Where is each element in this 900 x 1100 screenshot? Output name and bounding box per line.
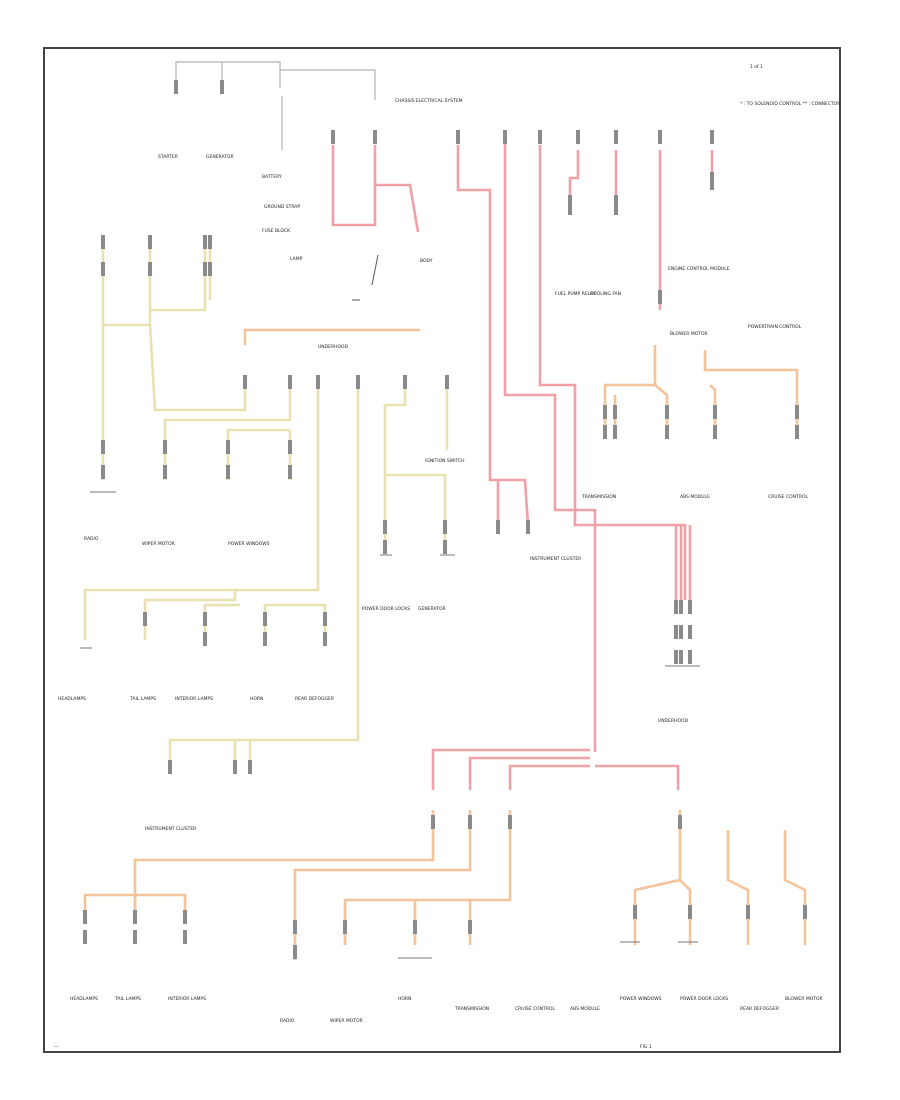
bottom-label-13: BLOWER MOTOR	[785, 996, 823, 1002]
cruise-label: CRUISE CONTROL	[768, 494, 808, 500]
cluster-label: INSTRUMENT CLUSTER	[530, 556, 581, 562]
interior-lamps-label: INTERIOR LAMPS	[175, 696, 213, 702]
power-windows-label: POWER WINDOWS	[228, 541, 270, 547]
ignition-feed-wiring	[83, 328, 807, 960]
generator-ref-label: GENERATOR	[418, 606, 446, 612]
battery-label: BATTERY	[262, 174, 282, 180]
body-label: BODY	[420, 258, 433, 264]
ignition-switch-label: IGNITION SWITCH	[425, 458, 465, 464]
horn-label: HORN	[250, 696, 263, 702]
bottom-label-8: CRUISE CONTROL	[515, 1006, 555, 1012]
bottom-label-12: REAR DEFOGGER	[740, 1006, 779, 1012]
fuel-pump-label: FUEL PUMP RELAY	[555, 291, 596, 297]
fuse-block-label: FUSE BLOCK	[262, 228, 291, 234]
underhood-fuse-label: UNDERHOOD	[658, 718, 689, 724]
transmission-label: TRANSMISSION	[581, 494, 616, 500]
power-locks-label: POWER DOOR LOCKS	[362, 606, 410, 612]
bottom-label-3: INTERIOR LAMPS	[168, 996, 206, 1002]
defogger-label: REAR DEFOGGER	[295, 696, 334, 702]
blower-label: BLOWER MOTOR	[670, 331, 708, 337]
instrument-panel-label: INSTRUMENT CLUSTER	[145, 826, 196, 832]
header-note: * : TO SOLENOID CONTROL ** : CONNECTOR	[740, 101, 840, 107]
battery-generator-section: STARTER GENERATOR BATTERY GROUND STRAP F…	[158, 61, 433, 350]
bottom-label-2: TAIL LAMPS	[114, 996, 141, 1002]
underhood-label: UNDERHOOD	[318, 344, 349, 350]
footer-center-label: FIG 1	[640, 1044, 652, 1050]
lamp-label: LAMP	[290, 256, 303, 262]
header-title: CHASSIS ELECTRICAL SYSTEM	[395, 98, 463, 104]
bottom-label-4: RADIO	[280, 1018, 295, 1024]
component-labels: ENGINE CONTROL MODULE POWERTRAIN CONTROL…	[58, 266, 823, 1024]
bottom-label-10: POWER WINDOWS	[620, 996, 662, 1002]
bottom-label-6: HORN	[398, 996, 411, 1002]
starter-label: STARTER	[158, 154, 178, 160]
generator-label: GENERATOR	[206, 154, 234, 160]
abs-label: ABS MODULE	[680, 494, 710, 500]
headlamps-label: HEADLAMPS	[58, 696, 86, 702]
bottom-label-11: POWER DOOR LOCKS	[680, 996, 728, 1002]
engine-control-label: ENGINE CONTROL MODULE	[668, 266, 730, 272]
tail-lamps-label: TAIL LAMPS	[129, 696, 156, 702]
cooling-fan-label: COOLING FAN	[590, 291, 621, 297]
diagram-frame	[43, 47, 841, 1053]
bottom-label-9: ABS MODULE	[570, 1006, 600, 1012]
page-counter-label: 1 of 1	[750, 64, 763, 70]
ground-strap-label: GROUND STRAP	[264, 204, 300, 210]
accessory-wiring	[83, 235, 449, 770]
bottom-label-7: TRANSMISSION	[454, 1006, 489, 1012]
radio-label: RADIO	[84, 536, 99, 542]
footer-left-label: —	[54, 1045, 59, 1050]
battery-feed-wiring	[331, 140, 714, 790]
powertrain-label: POWERTRAIN CONTROL	[748, 324, 802, 330]
bottom-label-5: WIPER MOTOR	[330, 1018, 363, 1024]
ground-symbols	[80, 491, 700, 959]
wipers-label: WIPER MOTOR	[142, 541, 175, 547]
connector-set	[83, 130, 807, 959]
bottom-label-1: HEADLAMPS	[70, 996, 98, 1002]
